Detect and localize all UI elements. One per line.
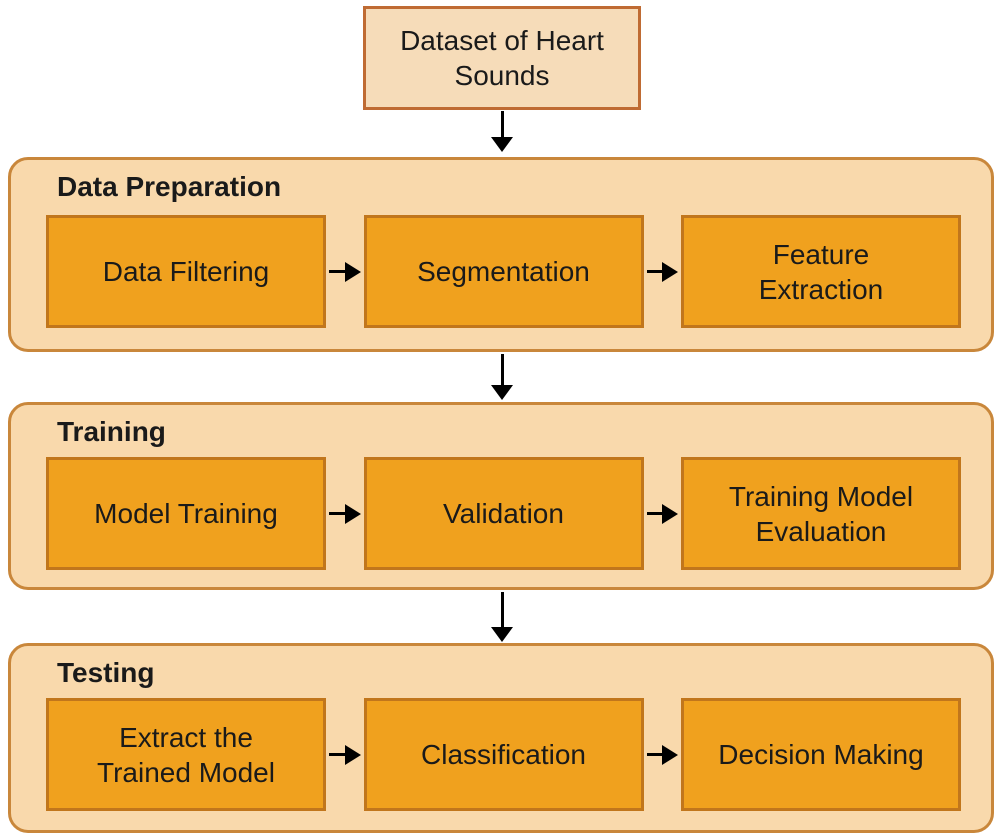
step-data-filtering: Data Filtering <box>46 215 326 328</box>
arrow-shaft <box>646 512 662 515</box>
step-segmentation: Segmentation <box>363 215 644 328</box>
arrow-shaft <box>329 512 345 515</box>
dataset-of-heart-sounds-box: Dataset of Heart Sounds <box>363 6 641 110</box>
arrow-down-icon <box>491 592 513 642</box>
arrow-head <box>662 744 678 765</box>
steps-row: Model Training Validation Training Model… <box>46 457 961 570</box>
arrow-right-icon <box>644 457 682 570</box>
step-classification: Classification <box>363 698 644 811</box>
arrow-shaft <box>500 354 504 385</box>
section-training: Training Model Training Validation Train… <box>8 402 994 590</box>
arrow-head <box>491 385 513 400</box>
arrow-down-icon <box>491 354 513 400</box>
section-data-preparation: Data Preparation Data Filtering Segmenta… <box>8 157 994 352</box>
arrow-right-icon <box>644 698 682 811</box>
section-label-testing: Testing <box>57 657 155 688</box>
arrow-shaft <box>500 111 504 137</box>
arrow-shaft <box>329 753 345 756</box>
section-label-training: Training <box>57 416 166 447</box>
arrow-head <box>344 261 361 282</box>
arrow-right-icon <box>326 215 364 328</box>
arrow-shaft <box>646 270 662 273</box>
arrow-head <box>491 627 513 642</box>
arrow-head <box>662 261 678 282</box>
step-feature-extraction: Feature Extraction <box>681 215 961 328</box>
arrow-shaft <box>500 592 504 627</box>
arrow-right-icon <box>326 698 364 811</box>
step-model-training: Model Training <box>46 457 326 570</box>
arrow-head <box>344 503 361 524</box>
steps-row: Extract the Trained Model Classification… <box>46 698 961 811</box>
arrow-shaft <box>646 753 662 756</box>
arrow-shaft <box>329 270 345 273</box>
step-validation: Validation <box>363 457 644 570</box>
arrow-right-icon <box>644 215 682 328</box>
arrow-head <box>491 137 513 152</box>
arrow-head <box>344 744 361 765</box>
step-extract-the-trained-model: Extract the Trained Model <box>46 698 326 811</box>
section-testing: Testing Extract the Trained Model Classi… <box>8 643 994 833</box>
arrow-head <box>662 503 678 524</box>
section-label-data-preparation: Data Preparation <box>57 171 282 202</box>
step-training-model-evaluation: Training Model Evaluation <box>681 457 961 570</box>
steps-row: Data Filtering Segmentation Feature Extr… <box>46 215 961 328</box>
arrow-down-icon <box>491 111 513 152</box>
arrow-right-icon <box>326 457 364 570</box>
step-decision-making: Decision Making <box>681 698 961 811</box>
